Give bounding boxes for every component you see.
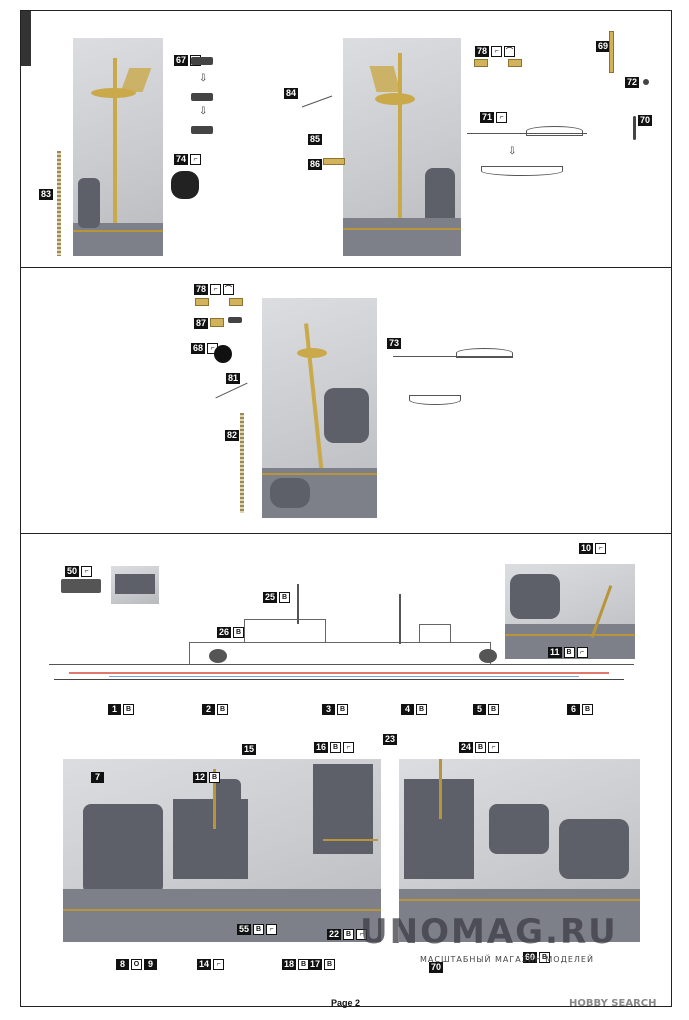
badge-69: 69 — [596, 41, 611, 52]
inset-photo-10 — [505, 564, 635, 659]
etch-part-74 — [171, 171, 199, 199]
detail-photo-left — [63, 759, 381, 942]
badge-73: 73 — [387, 338, 402, 349]
mast-photo-center — [262, 298, 377, 518]
badge-86: 86 — [308, 159, 323, 170]
arrow-down-icon: ⇩ — [199, 73, 208, 84]
badge-83: 83 — [39, 189, 54, 200]
badge-70b: 70 — [429, 962, 444, 973]
badge-14: 14⌐ — [197, 959, 225, 970]
badge-50: 50⌐ — [65, 566, 93, 577]
chain-part-83 — [57, 151, 61, 256]
badge-78a: 78⌐⌒ — [475, 46, 516, 57]
chain-part-82 — [240, 413, 244, 513]
etch-part-67a — [191, 57, 213, 65]
badge-15: 15 — [242, 744, 257, 755]
instruction-panel-2: 78⌐⌒ 87 68⌐ 81 82 73 — [20, 267, 672, 534]
badge-81: 81 — [226, 373, 241, 384]
badge-82: 82 — [225, 430, 240, 441]
hobby-search-logo: HOBBY SEARCH — [569, 998, 657, 1009]
badge-84: 84 — [284, 88, 299, 99]
badge-10: 10⌐ — [579, 543, 607, 554]
badge-7: 7 — [91, 772, 104, 783]
badge-70: 70 — [638, 115, 653, 126]
watermark-subtitle: МАСШТАБНЫЙ МАГАЗИН МОДЕЛЕЙ — [420, 955, 594, 964]
etch-part-67c — [191, 126, 213, 134]
badge-72: 72 — [625, 77, 640, 88]
page-label: Page 2 — [331, 998, 361, 1008]
arrow-down-icon: ⇩ — [199, 106, 208, 117]
inset-photo-50 — [111, 566, 159, 604]
badge-78b: 78⌐⌒ — [194, 284, 235, 295]
instruction-panel-1: 83 67⌐ ⇩ ⇩ 74⌐ 84 85 86 78⌐⌒ 71⌐ ⇩ 69 72… — [20, 10, 672, 268]
badge-87: 87 — [194, 318, 209, 329]
badge-71: 71⌐ — [480, 112, 508, 123]
arrow-down-icon: ⇩ — [508, 146, 517, 157]
mast-photo-left — [73, 38, 163, 256]
badge-85: 85 — [308, 134, 323, 145]
etch-part-67b — [191, 93, 213, 101]
badge-74: 74⌐ — [174, 154, 202, 165]
watermark: UNOMAG.RU — [360, 912, 618, 952]
badge-23: 23 — [383, 734, 398, 745]
ship-profile — [49, 584, 634, 694]
detail-photo-right — [399, 759, 640, 942]
mast-photo-right — [343, 38, 461, 256]
